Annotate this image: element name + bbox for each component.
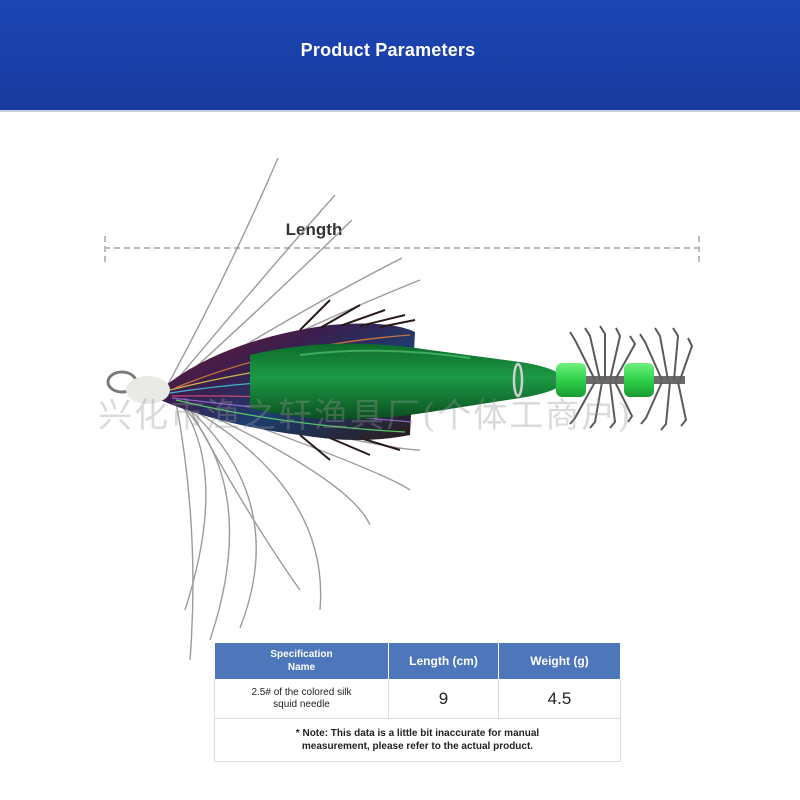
- hook-crown-2: [639, 327, 694, 431]
- silver-ring: [512, 362, 524, 398]
- header-banner: Product Parameters: [0, 0, 800, 112]
- watermark-text: 兴化市渔之轩渔具厂(个体工商户): [98, 396, 633, 436]
- header-weight: Weight (g): [498, 642, 621, 680]
- note-text: * Note: This data is a little bit inaccu…: [214, 718, 621, 762]
- cell-spec-name: 2.5# of the colored silk squid needle: [214, 679, 389, 719]
- lure-head: [126, 376, 170, 404]
- header-length: Length (cm): [388, 642, 499, 680]
- green-bead-2: [624, 363, 654, 397]
- note-row: * Note: This data is a little bit inaccu…: [214, 718, 621, 762]
- header-spec-name: Specification Name: [214, 642, 389, 680]
- hook-crown-1: [569, 325, 637, 429]
- length-dimension-line: [104, 236, 700, 264]
- lure-body: [250, 343, 565, 420]
- table-row: 2.5# of the colored silk squid needle 9 …: [214, 679, 621, 719]
- spec-table: Specification Name Length (cm) Weight (g…: [214, 642, 621, 762]
- squid-jig-lure-image: [106, 157, 694, 661]
- cell-length: 9: [388, 679, 499, 719]
- table-header-row: Specification Name Length (cm) Weight (g…: [214, 642, 621, 680]
- dimension-line: [104, 247, 700, 249]
- green-bead-1: [556, 363, 586, 397]
- cell-weight: 4.5: [498, 679, 621, 719]
- fringe-spikes: [299, 299, 416, 461]
- page-title: Product Parameters: [300, 40, 476, 60]
- dimension-tick-left: [104, 236, 106, 262]
- dimension-tick-right: [698, 236, 700, 262]
- hook-shaft: [555, 376, 685, 384]
- silk-fibers: [164, 157, 421, 661]
